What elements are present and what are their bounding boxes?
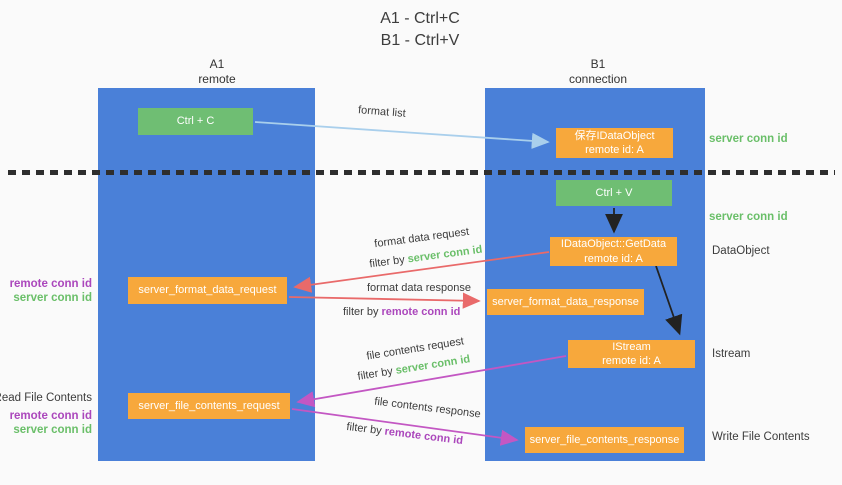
- save-idataobject-line2: remote id: A: [585, 144, 644, 156]
- write-file-contents-label: Write File Contents: [712, 431, 810, 443]
- remote-conn-id-text: remote conn id: [383, 425, 464, 448]
- istream-line2: remote id: A: [602, 355, 661, 367]
- format-data-response-arrow: [288, 292, 481, 309]
- node-ctrl-c: Ctrl + C: [138, 108, 253, 135]
- read-file-contents-label: Read File Contents: [0, 392, 92, 404]
- file-contents-response-label: file contents response: [373, 395, 482, 421]
- server-conn-id-right-mid: server conn id: [709, 211, 788, 223]
- getdata-line2: remote id: A: [584, 252, 643, 265]
- node-ctrl-v: Ctrl + V: [556, 180, 672, 206]
- dataobject-label: DataObject: [712, 245, 770, 257]
- remote-conn-id-left-2: remote conn id: [9, 410, 92, 422]
- node-server-file-contents-request: server_file_contents_request: [128, 393, 290, 419]
- filter-by-remote-conn-id-label-1: filter by remote conn id: [343, 306, 460, 318]
- machine-boundary-dashed-line: [8, 170, 835, 175]
- server-file-contents-request-label: server_file_contents_request: [138, 399, 280, 412]
- node-istream: IStream remote id: A: [568, 340, 695, 368]
- server-conn-id-text: server conn id: [406, 243, 484, 266]
- server-conn-id-left-2: server conn id: [13, 424, 92, 436]
- filter-by-text: filter by: [368, 253, 409, 271]
- remote-conn-id-text: remote conn id: [381, 306, 461, 318]
- server-conn-id-left-1: server conn id: [13, 292, 92, 304]
- node-server-format-data-request: server_format_data_request: [128, 277, 287, 304]
- server-file-contents-response-label: server_file_contents_response: [529, 433, 680, 446]
- column-b1-name: B1: [590, 57, 606, 71]
- server-conn-id-right-top: server conn id: [709, 133, 788, 145]
- title-line-1: A1 - Ctrl+C: [380, 10, 460, 27]
- getdata-line1: IDataObject::GetData: [560, 238, 667, 251]
- diagram-title: A1 - Ctrl+C B1 - Ctrl+V: [300, 8, 540, 51]
- istream-side-label: Istream: [712, 348, 751, 360]
- server-conn-id-text: server conn id: [394, 353, 471, 377]
- node-save-idataobject: 保存IDataObject remote id: A: [556, 128, 673, 158]
- format-list-label: format list: [357, 104, 407, 120]
- filter-by-remote-conn-id-label-2: filter by remote conn id: [346, 421, 464, 447]
- column-b1-role: connection: [568, 72, 628, 86]
- filter-by-text: filter by: [345, 420, 386, 438]
- istream-line1: IStream: [612, 340, 651, 353]
- column-header-b1: B1 connection: [538, 57, 658, 87]
- title-line-2: B1 - Ctrl+V: [380, 31, 460, 49]
- ctrl-v-label: Ctrl + V: [595, 186, 633, 199]
- node-server-format-data-response: server_format_data_response: [487, 289, 644, 315]
- save-idataobject-line1: 保存IDataObject: [574, 129, 655, 142]
- filter-by-text: filter by: [356, 364, 397, 383]
- remote-conn-id-left-1: remote conn id: [9, 278, 92, 290]
- node-idataobject-getdata: IDataObject::GetData remote id: A: [550, 237, 677, 266]
- ctrl-c-label: Ctrl + C: [176, 115, 215, 128]
- format-data-response-label: format data response: [367, 282, 471, 294]
- column-a1-role: remote: [198, 72, 236, 86]
- column-a1-name: A1: [209, 57, 225, 71]
- node-server-file-contents-response: server_file_contents_response: [525, 427, 684, 453]
- column-header-a1: A1 remote: [157, 57, 277, 87]
- filter-by-text: filter by: [343, 306, 382, 318]
- server-format-data-response-label: server_format_data_response: [492, 295, 639, 308]
- server-format-data-request-label: server_format_data_request: [138, 284, 277, 297]
